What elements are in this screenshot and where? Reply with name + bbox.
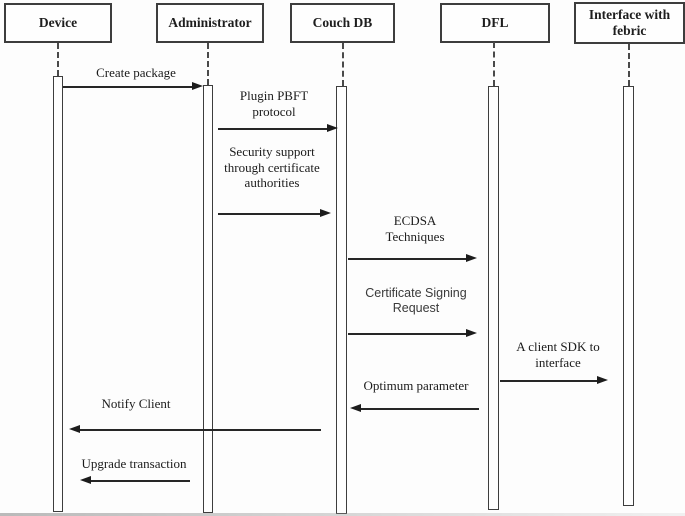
message-label-ecdsa-techniques: ECDSA Techniques [385, 213, 445, 244]
message-label-upgrade-transaction: Upgrade transaction [81, 456, 187, 471]
activation-bar-interface-with-febric [623, 86, 634, 506]
actor-box-interface-with-febric: Interface with febric [574, 2, 685, 44]
activation-bar-device [53, 76, 63, 512]
activation-bar-couch-db [336, 86, 347, 514]
message-line-client-sdk [500, 380, 598, 382]
message-label-security-support: Security support through certificate aut… [224, 144, 320, 191]
message-line-plugin-pbft-protocol [218, 128, 328, 130]
message-label-plugin-pbft-protocol: Plugin PBFT protocol [239, 88, 309, 119]
message-line-certificate-signing-request [348, 333, 467, 335]
arrowhead-right-icon [320, 209, 331, 217]
actor-label-device: Device [38, 15, 78, 31]
arrowhead-right-icon [466, 254, 477, 262]
lifeline-interface-with-febric [628, 44, 630, 86]
message-line-ecdsa-techniques [348, 258, 467, 260]
actor-label-couch-db: Couch DB [312, 15, 373, 31]
actor-box-couch-db: Couch DB [290, 3, 395, 43]
message-label-optimum-parameter: Optimum parameter [363, 378, 469, 393]
message-line-create-package [63, 86, 194, 88]
message-line-upgrade-transaction [90, 480, 190, 482]
lifeline-administrator [207, 43, 209, 85]
arrowhead-right-icon [327, 124, 338, 132]
message-label-notify-client: Notify Client [101, 396, 171, 411]
message-line-optimum-parameter [360, 408, 479, 410]
arrowhead-right-icon [597, 376, 608, 384]
actor-label-dfl: DFL [481, 15, 509, 31]
scan-smudge [0, 513, 685, 516]
arrowhead-right-icon [192, 82, 203, 90]
message-line-security-support [218, 213, 321, 215]
lifeline-device [57, 43, 59, 76]
message-line-notify-client [79, 429, 321, 431]
lifeline-dfl [493, 42, 495, 86]
lifeline-couch-db [342, 43, 344, 86]
actor-label-administrator: Administrator [168, 15, 252, 31]
actor-box-dfl: DFL [440, 3, 550, 43]
message-label-certificate-signing-request: Certificate Signing Request [365, 286, 467, 315]
arrowhead-left-icon [69, 425, 80, 433]
actor-box-administrator: Administrator [156, 3, 264, 43]
activation-bar-dfl [488, 86, 499, 510]
arrowhead-right-icon [466, 329, 477, 337]
arrowhead-left-icon [350, 404, 361, 412]
message-label-create-package: Create package [96, 65, 176, 80]
actor-label-interface-with-febric: Interface with febric [588, 7, 671, 38]
activation-bar-administrator [203, 85, 213, 513]
message-label-client-sdk: A client SDK to interface [516, 339, 600, 370]
actor-box-device: Device [4, 3, 112, 43]
arrowhead-left-icon [80, 476, 91, 484]
